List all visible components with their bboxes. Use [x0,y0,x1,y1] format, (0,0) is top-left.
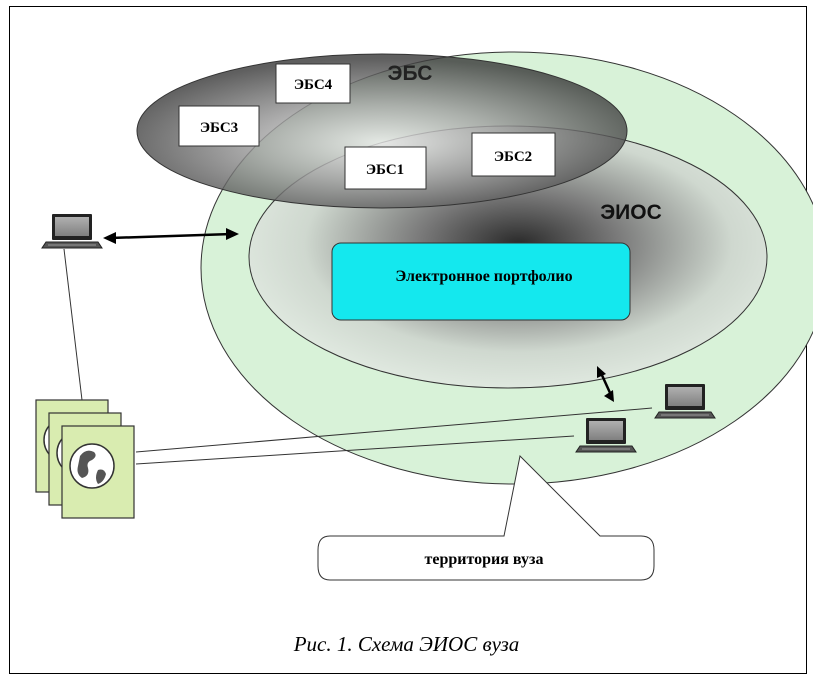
ebs4-label: ЭБС4 [294,77,333,93]
ebs1-label: ЭБС1 [366,162,404,178]
figure-caption: Рис. 1. Схема ЭИОС вуза [293,632,520,656]
globe-document-icon [35,399,135,519]
double-arrow-icon [103,228,239,244]
portfolio-label: Электронное портфолио [395,268,572,285]
ebs3-box [178,105,260,147]
campus-label: территория вуза [425,551,544,568]
ebs1-box [344,146,427,190]
campus-callout [317,454,655,581]
ebs2-label: ЭБС2 [494,149,532,165]
portfolio-box [331,242,631,321]
ebs-title: ЭБС [388,62,433,85]
connector-line [135,435,575,465]
eios-title: ЭИОС [600,201,662,224]
laptop-icon [41,213,103,249]
connector-line [63,248,83,401]
ebs4-box [275,63,351,104]
double-arrow-icon [597,366,614,402]
connector-line [135,407,653,453]
ebs2-box [471,132,556,177]
ebs3-label: ЭБС3 [200,120,238,136]
